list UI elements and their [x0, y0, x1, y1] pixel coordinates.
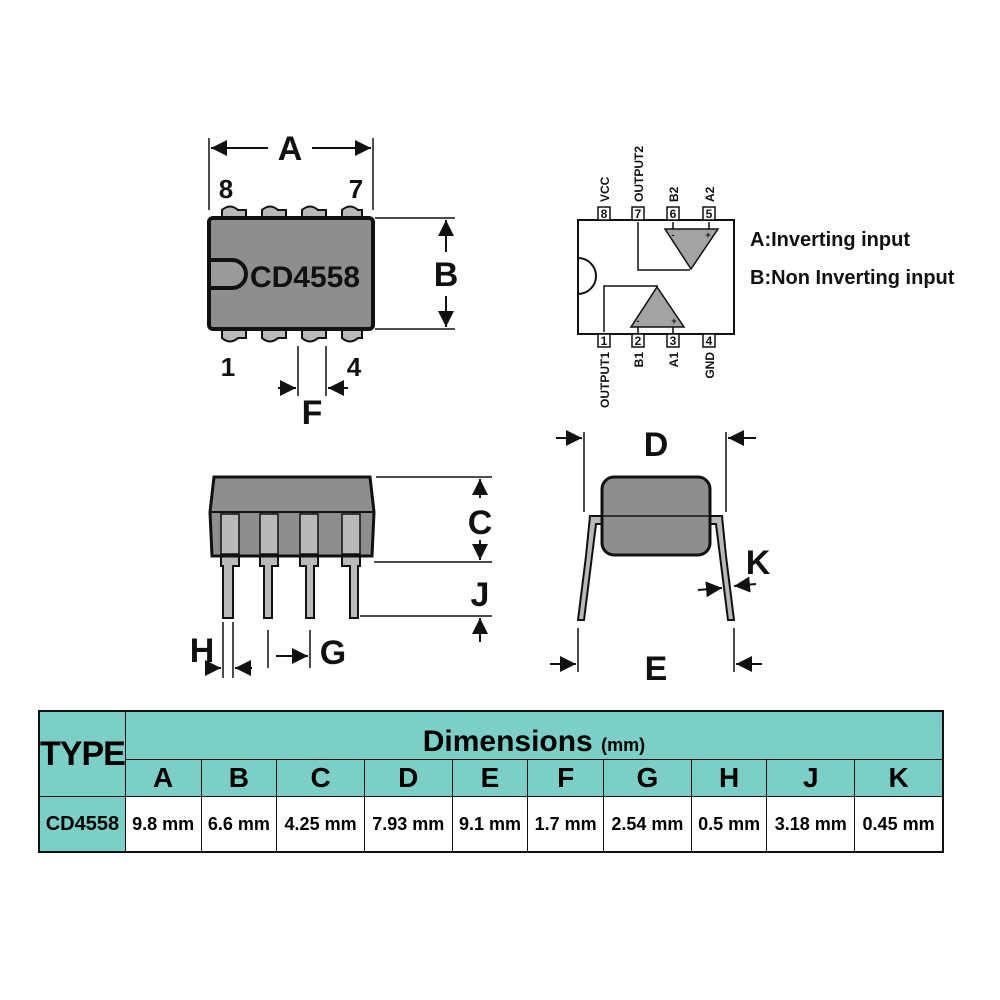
value-h: 0.5 mm — [690, 796, 768, 853]
pin-1-tab — [221, 327, 247, 343]
end-lead-right — [707, 515, 736, 621]
opamp2-triangle — [663, 228, 720, 271]
top-view: CD4558 8 7 1 4 A B F — [207, 130, 459, 432]
pin-num-7: 7 — [635, 207, 642, 221]
dimensions-title: Dimensions (mm) — [124, 710, 944, 760]
end-lead-left — [576, 515, 605, 621]
pin-name-output1: OUTPUT1 — [598, 352, 612, 408]
dimension-label-a: A — [278, 130, 303, 168]
opamp2-output-wire — [637, 222, 690, 271]
dimensions-unit: (mm) — [601, 734, 646, 755]
opamp2-minus: - — [672, 230, 675, 240]
pin-label-1: 1 — [221, 352, 235, 382]
value-d: 7.93 mm — [363, 796, 453, 853]
table-row: CD4558 9.8 mm 6.6 mm 4.25 mm 7.93 mm 9.1… — [38, 796, 944, 853]
column-header-j: J — [766, 758, 856, 798]
pin-num-4: 4 — [706, 334, 713, 348]
dimension-k-arrow — [697, 581, 723, 598]
opamp1-minus: - — [637, 316, 640, 326]
pin-num-1: 1 — [601, 334, 608, 348]
column-header-h: H — [690, 758, 768, 798]
pin-name-b2: B2 — [667, 186, 681, 202]
column-header-b: B — [200, 758, 278, 798]
opamp1-plus: + — [671, 316, 676, 326]
opamp1-output-wire — [603, 285, 658, 332]
pin-name-a1: A1 — [667, 352, 681, 368]
dimension-label-c: C — [468, 504, 493, 542]
side-view-front: C J H G — [190, 475, 493, 678]
dimensions-table: TYPE Dimensions (mm) A B C D E F G H J K… — [38, 710, 944, 853]
type-value: CD4558 — [38, 796, 126, 853]
type-header: TYPE — [38, 710, 126, 797]
pin-num-3: 3 — [670, 334, 677, 348]
value-c: 4.25 mm — [276, 796, 365, 853]
dimension-label-h: H — [190, 632, 215, 670]
schematic-notch — [577, 257, 597, 295]
value-g: 2.54 mm — [603, 796, 692, 853]
chip-name: CD4558 — [250, 261, 360, 294]
value-j: 3.18 mm — [766, 796, 856, 853]
legend-inverting: A:Inverting input — [750, 229, 910, 251]
pin-name-a2: A2 — [703, 186, 717, 202]
dimensions-title-text: Dimensions — [422, 724, 593, 758]
chip-notch — [207, 258, 248, 290]
column-header-c: C — [276, 758, 365, 798]
side-view-end: D E K — [550, 426, 771, 688]
column-header-d: D — [363, 758, 453, 798]
pin-name-b1: B1 — [632, 352, 646, 368]
dimension-label-j: J — [471, 576, 490, 614]
pin-name-vcc: VCC — [598, 176, 612, 202]
dimension-label-e: E — [645, 650, 668, 688]
pin-num-8: 8 — [601, 207, 608, 221]
column-header-a: A — [124, 758, 202, 798]
pin-num-5: 5 — [706, 207, 713, 221]
opamp1-triangle — [629, 285, 686, 328]
column-header-e: E — [451, 758, 529, 798]
pin-label-7: 7 — [349, 174, 363, 204]
value-f: 1.7 mm — [527, 796, 605, 853]
value-e: 9.1 mm — [451, 796, 529, 853]
package-diagram: CD4558 8 7 1 4 A B F — [190, 130, 955, 688]
pin-num-6: 6 — [670, 207, 677, 221]
dimension-label-b: B — [434, 256, 459, 294]
value-b: 6.6 mm — [200, 796, 278, 853]
value-k: 0.45 mm — [854, 796, 944, 853]
pin-bottom-mid1 — [261, 327, 287, 343]
column-header-k: K — [854, 758, 944, 798]
pin-4-tab — [341, 327, 363, 343]
value-a: 9.8 mm — [124, 796, 202, 853]
pin-label-4: 4 — [347, 352, 362, 382]
pin-bottom-mid2 — [301, 327, 327, 343]
column-header-f: F — [527, 758, 605, 798]
dimension-label-d: D — [644, 426, 669, 464]
pin-name-output2: OUTPUT2 — [632, 146, 646, 202]
pin-num-2: 2 — [635, 334, 642, 348]
pinout-schematic: 8 7 6 5 1 2 3 4 VCC OUTPUT2 B2 A2 OUTPUT… — [577, 146, 955, 408]
pin-label-8: 8 — [219, 174, 233, 204]
dimension-label-g: G — [320, 634, 346, 672]
column-header-g: G — [603, 758, 692, 798]
dimension-label-f: F — [302, 394, 323, 432]
dimension-label-k: K — [746, 544, 771, 582]
opamp2-plus: + — [705, 230, 710, 240]
pin-name-gnd: GND — [703, 352, 717, 379]
legend-non-inverting: B:Non Inverting input — [750, 267, 955, 289]
